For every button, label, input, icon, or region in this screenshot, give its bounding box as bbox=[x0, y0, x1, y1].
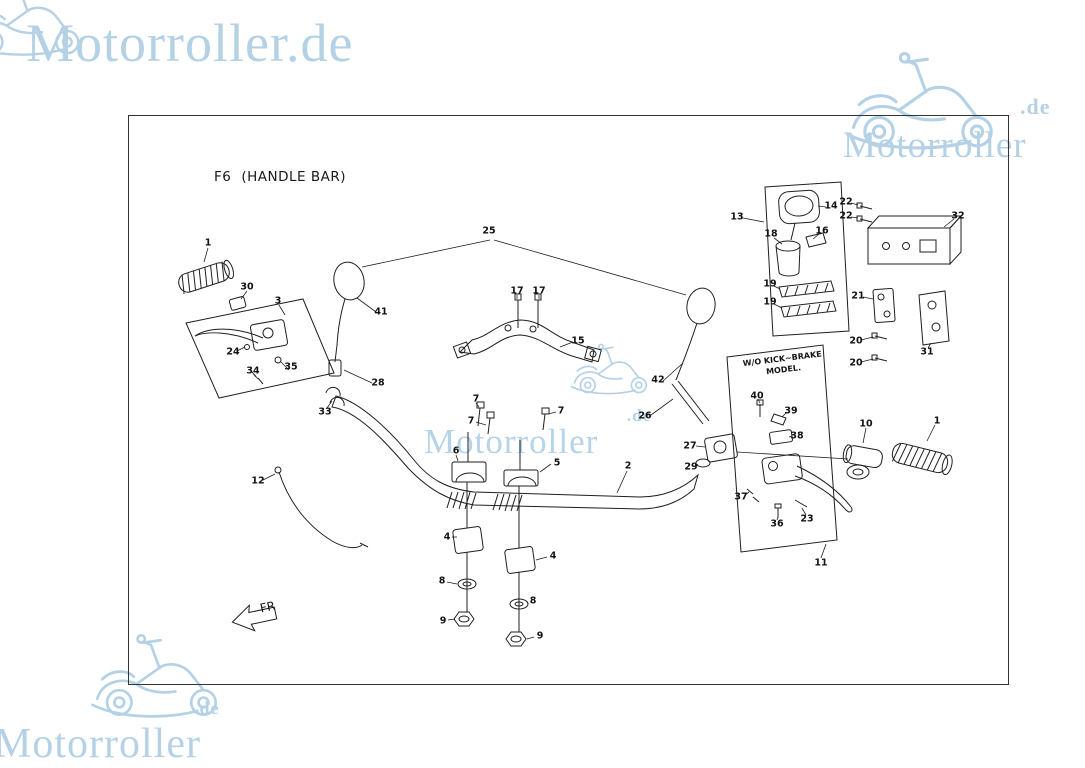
part-label-1: 1 bbox=[204, 237, 212, 249]
speedometer-assembly-drawing bbox=[764, 181, 873, 337]
watermark-top-right-text: Motorroller bbox=[843, 125, 1027, 166]
upper-clamps-drawing bbox=[451, 432, 539, 487]
part-label-5: 5 bbox=[553, 457, 561, 469]
left-brake-assembly-drawing bbox=[185, 298, 335, 399]
mount-bracket-drawing bbox=[452, 293, 602, 363]
part-label-4: 4 bbox=[549, 550, 557, 562]
part-label-8: 8 bbox=[438, 575, 446, 587]
part-label-12: 12 bbox=[251, 475, 265, 487]
part-label-17: 17 bbox=[532, 285, 546, 297]
part-label-9: 9 bbox=[439, 615, 447, 627]
part-label-32: 32 bbox=[951, 210, 965, 222]
mount-box-drawing bbox=[866, 214, 963, 362]
handlebar-drawing bbox=[331, 395, 699, 512]
part-label-20: 20 bbox=[849, 357, 863, 369]
part-label-41: 41 bbox=[374, 306, 388, 318]
part-label-9: 9 bbox=[536, 630, 544, 642]
watermark-top-left-text: Motorroller.de bbox=[26, 13, 354, 73]
part-label-42: 42 bbox=[651, 374, 665, 386]
part-label-7: 7 bbox=[467, 415, 475, 427]
part-label-23: 23 bbox=[800, 513, 814, 525]
part-label-34: 34 bbox=[246, 365, 260, 377]
right-mirror-drawing bbox=[671, 287, 738, 468]
left-grip-drawing bbox=[178, 259, 235, 294]
part-label-20: 20 bbox=[849, 335, 863, 347]
watermark-bottom-left-text: Motorroller bbox=[0, 721, 201, 767]
part-label-15: 15 bbox=[571, 335, 585, 347]
part-label-7: 7 bbox=[557, 405, 565, 417]
grip-end-piece-drawing bbox=[228, 296, 247, 311]
part-label-30: 30 bbox=[240, 281, 254, 293]
throttle-pipe-drawing bbox=[842, 444, 883, 480]
part-label-26: 26 bbox=[638, 410, 652, 422]
kick-brake-model-box-drawing bbox=[726, 344, 853, 553]
left-mirror-drawing bbox=[328, 261, 365, 377]
part-label-37: 37 bbox=[734, 491, 748, 503]
diagram-line-art bbox=[178, 181, 963, 647]
watermark-center-text: Motorroller bbox=[424, 422, 599, 461]
diagram-code: F6 bbox=[214, 169, 232, 185]
part-label-1: 1 bbox=[933, 415, 941, 427]
part-label-38: 38 bbox=[790, 430, 804, 442]
part-label-19: 19 bbox=[763, 296, 777, 308]
diagram-border bbox=[128, 115, 1009, 685]
part-label-2: 2 bbox=[624, 460, 632, 472]
watermark-bottom-left-suffix: .de bbox=[194, 698, 220, 718]
part-label-29: 29 bbox=[684, 461, 698, 473]
part-label-10: 10 bbox=[859, 418, 873, 430]
part-label-8: 8 bbox=[529, 595, 537, 607]
watermark-top-right-suffix: .de bbox=[1020, 94, 1051, 119]
part-label-28: 28 bbox=[371, 377, 385, 389]
part-label-27: 27 bbox=[683, 440, 697, 452]
part-label-11: 11 bbox=[814, 557, 828, 569]
part-label-17: 17 bbox=[510, 285, 524, 297]
part-label-22: 22 bbox=[839, 196, 853, 208]
part-label-40: 40 bbox=[750, 390, 764, 402]
diagram-name: (HANDLE BAR) bbox=[241, 169, 346, 185]
part-label-13: 13 bbox=[730, 211, 744, 223]
part-label-18: 18 bbox=[764, 228, 778, 240]
part-label-21: 21 bbox=[851, 290, 865, 302]
cable-drawing bbox=[274, 466, 369, 549]
part-label-14: 14 bbox=[824, 200, 838, 212]
part-label-3: 3 bbox=[274, 295, 282, 307]
watermark-center-suffix: .de bbox=[627, 406, 652, 425]
handlebar-clamp-33-drawing bbox=[325, 386, 345, 407]
part-label-6: 6 bbox=[452, 445, 460, 457]
fr-arrow bbox=[231, 603, 278, 632]
part-label-31: 31 bbox=[920, 346, 934, 358]
part-label-24: 24 bbox=[226, 346, 240, 358]
part-label-39: 39 bbox=[784, 405, 798, 417]
part-label-7: 7 bbox=[472, 393, 480, 405]
part-label-33: 33 bbox=[318, 406, 332, 418]
part-label-4: 4 bbox=[443, 531, 451, 543]
part-label-35: 35 bbox=[284, 361, 298, 373]
part-label-22: 22 bbox=[839, 210, 853, 222]
part-label-36: 36 bbox=[770, 518, 784, 530]
part-label-25: 25 bbox=[482, 225, 496, 237]
diagram-title: F6 (HANDLE BAR) bbox=[214, 169, 346, 185]
part-label-19: 19 bbox=[763, 278, 777, 290]
part-label-16: 16 bbox=[815, 225, 829, 237]
leader-lines bbox=[203, 202, 955, 640]
right-grip-drawing bbox=[891, 442, 953, 476]
